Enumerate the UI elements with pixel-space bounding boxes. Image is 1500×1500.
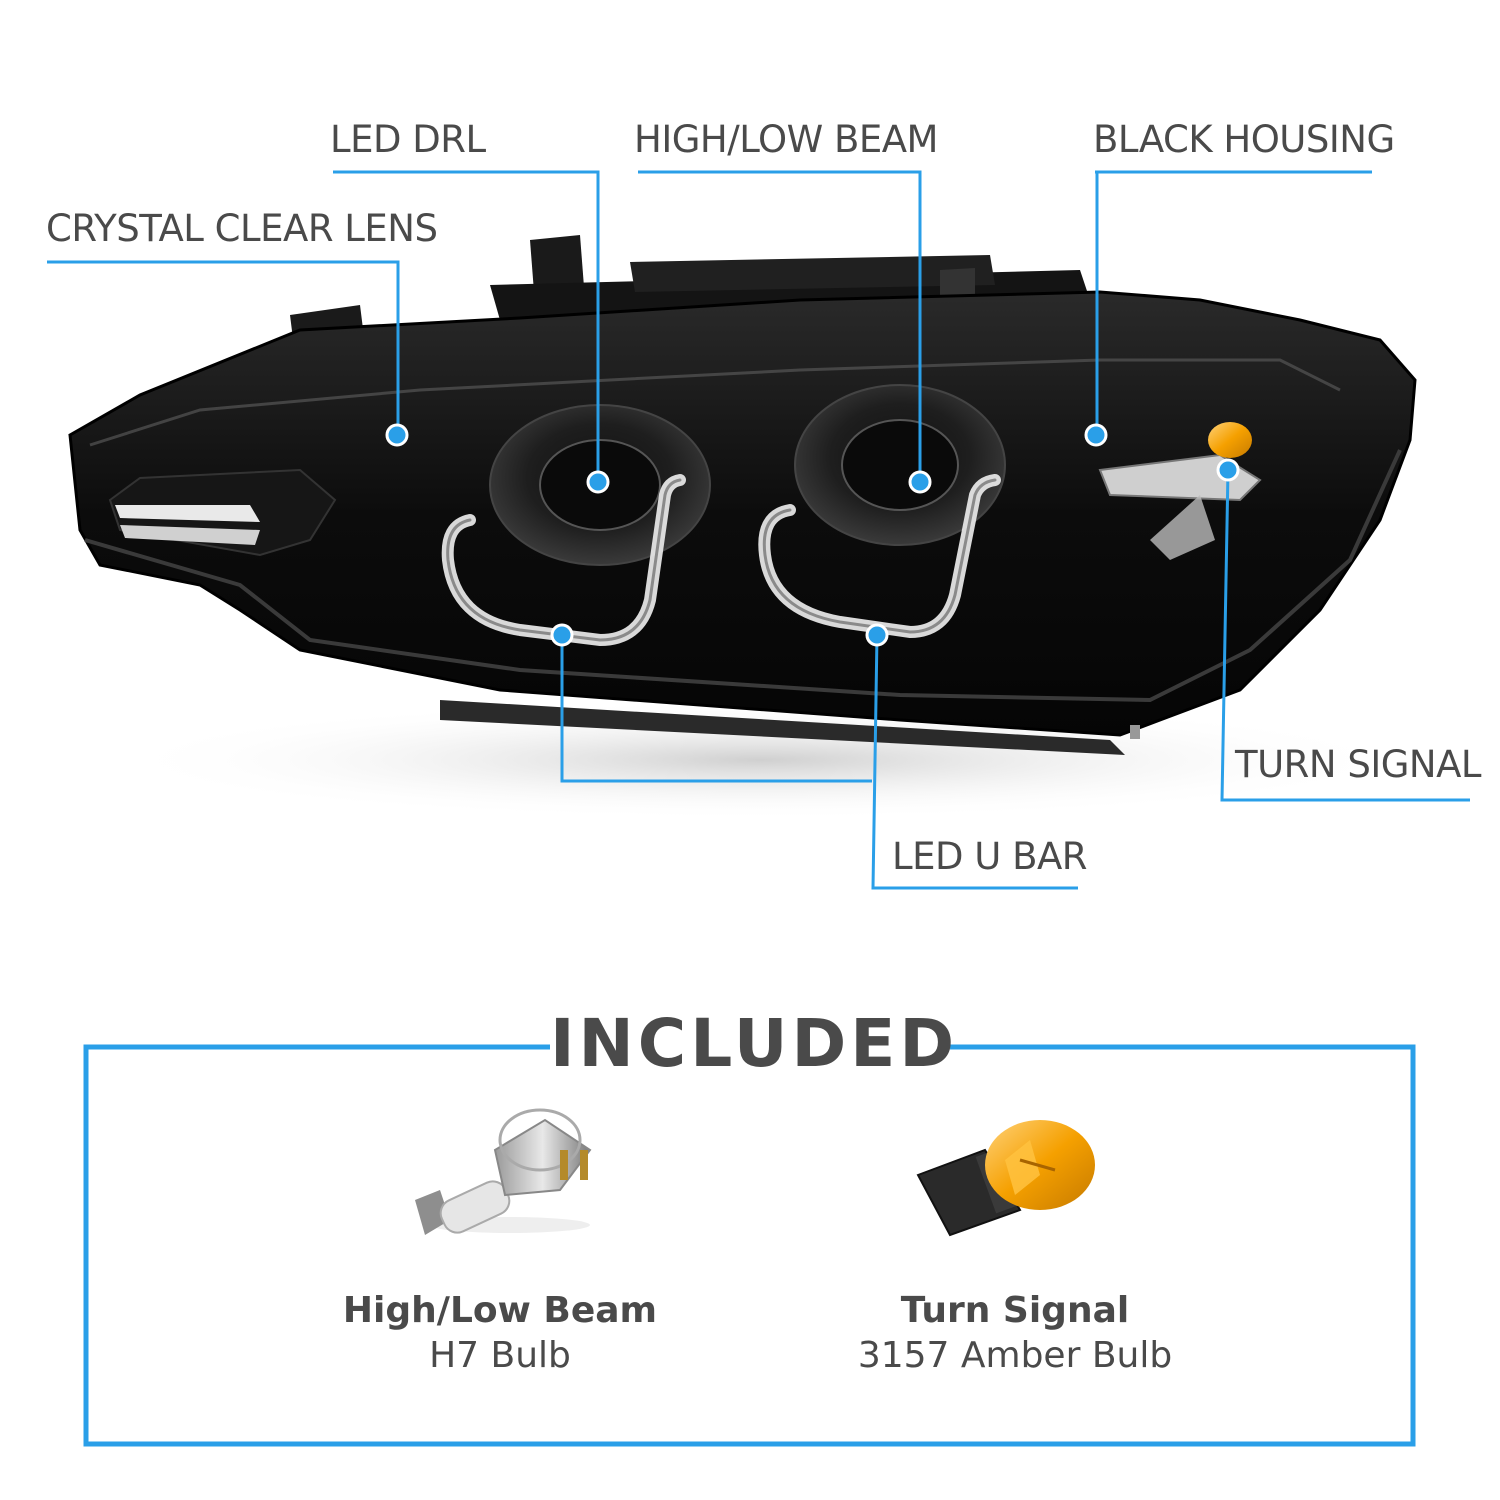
- callout-high-low-beam: HIGH/LOW BEAM: [634, 118, 938, 161]
- drl-strip: [108, 468, 337, 557]
- rear-housing: [290, 235, 1090, 355]
- callout-turn-signal: TURN SIGNAL: [1235, 743, 1482, 786]
- callout-leader-lines: [47, 170, 1470, 890]
- included-item-name: Turn Signal: [900, 1290, 1130, 1331]
- included-item-h7: High/Low Beam H7 Bulb: [300, 1290, 700, 1376]
- h7-bulb-icon: [415, 1108, 592, 1235]
- included-title: INCLUDED: [550, 1005, 959, 1082]
- callout-black-housing: BLACK HOUSING: [1093, 118, 1395, 161]
- callout-dots: [385, 423, 1240, 647]
- included-item-desc: 3157 Amber Bulb: [857, 1335, 1173, 1376]
- callout-led-drl: LED DRL: [330, 118, 486, 161]
- included-item-desc: H7 Bulb: [429, 1335, 571, 1376]
- headlight-housing: [68, 290, 1417, 737]
- included-item-3157: Turn Signal 3157 Amber Bulb: [815, 1290, 1215, 1376]
- callout-led-u-bar: LED U BAR: [892, 835, 1088, 878]
- callout-crystal-clear-lens: CRYSTAL CLEAR LENS: [46, 207, 438, 250]
- amber-bulb-icon: [916, 1120, 1095, 1237]
- included-frame: [83, 1044, 1416, 1447]
- ground-shadow: [110, 700, 1410, 820]
- included-item-name: High/Low Beam: [342, 1290, 658, 1331]
